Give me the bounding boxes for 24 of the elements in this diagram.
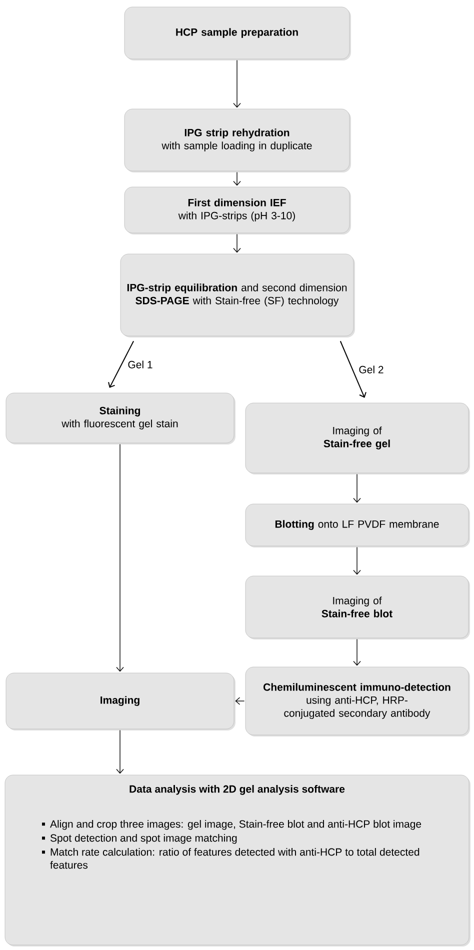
arrow [233,60,241,108]
process-box: Imaging of Stain-free blot [245,576,470,640]
process-box: Imaging of Stain-free gel [245,402,470,474]
process-box: Imaging [6,672,236,730]
process-box: Blotting onto LF PVDF membrane [245,504,470,548]
process-box: Chemiluminescent immuno-detection using anti-HCP, HRP- conjugated secondary antibody [245,666,470,736]
arrow [353,546,361,575]
arrow [353,638,361,666]
summary-box: Data analysis with 2D gel analysis software Align and crop three images: gel image, Stain-free blot and anti-HCP blot image Spot detection and spot image matching Match rate calculation: ratio of features detected with anti-HCP to total detected features [4,774,470,946]
arrow [235,697,245,705]
arrow [116,730,124,774]
process-box: IPG strip rehydration with sample loading in duplicate [124,108,351,172]
process-box: IPG-strip equilibration and second dimension SDS-PAGE with Stain-free (SF) technology [120,254,355,338]
process-box: Staining with fluorescent gel stain [6,392,236,444]
arrow [353,474,361,503]
process-box: HCP sample preparation [124,6,351,60]
arrow [233,172,241,186]
edge-label: Gel 1 [126,360,154,370]
process-box: First dimension IEF with IPG-strips (pH 3-10) [124,186,351,234]
arrow [108,340,134,388]
arrow [340,340,366,398]
edge-label: Gel 2 [358,364,385,374]
arrow [233,234,241,253]
arrow [116,444,124,672]
